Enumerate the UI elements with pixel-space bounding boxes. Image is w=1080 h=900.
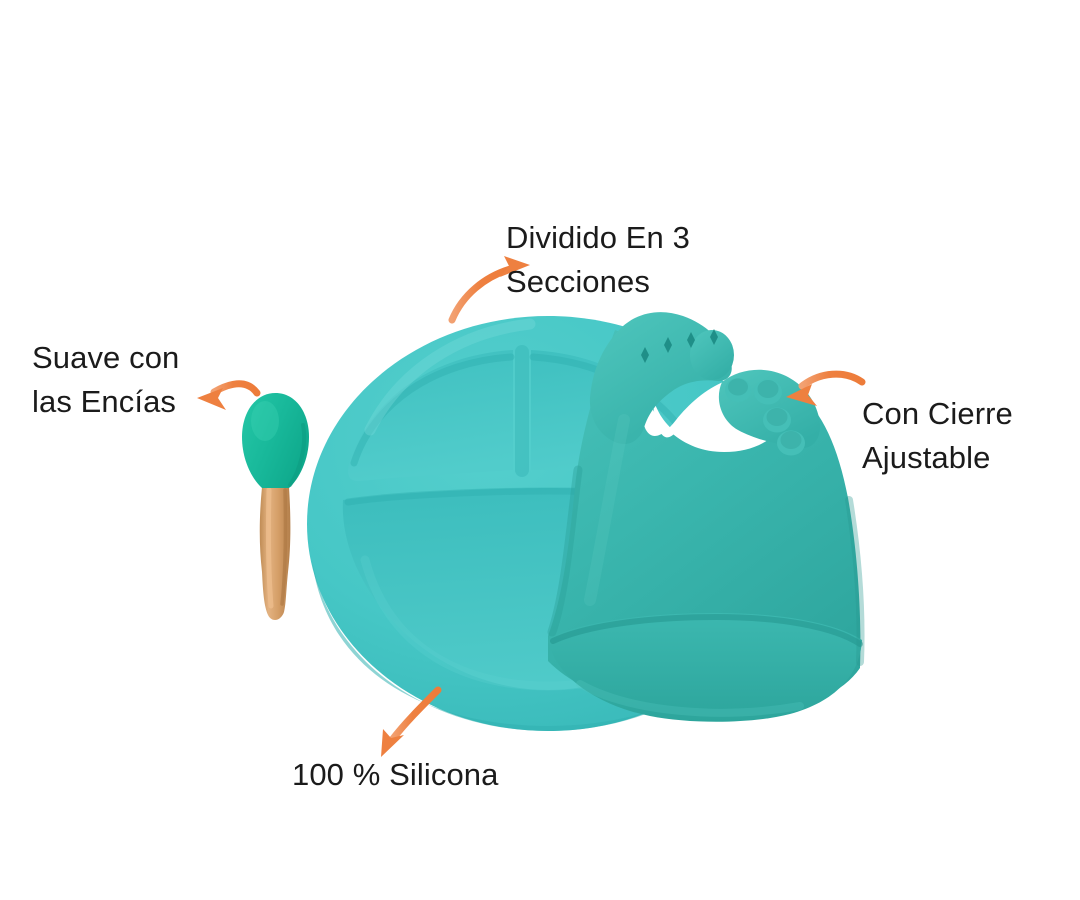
bib-snap-button-1-top: [728, 378, 748, 396]
arrow-sections-shaft: [448, 264, 518, 324]
plate-product: [307, 316, 789, 731]
arrow-cierre-shaft: [798, 370, 866, 390]
plate-gloss-highlight: [364, 318, 536, 436]
bib-snap-buttons: [725, 378, 805, 456]
bib-product: [547, 312, 865, 722]
spoon-handle-edge-shadow: [280, 488, 288, 606]
spoon-head-highlight: [251, 401, 279, 441]
spoon-silicone-head: [242, 393, 309, 488]
spoon-head-rim-shadow: [288, 423, 307, 487]
callout-label-silicona: 100 % Silicona: [292, 757, 499, 792]
bib-snap-button-2-top: [757, 380, 779, 398]
arrow-cierre-head: [786, 384, 817, 406]
bib-strap-holes: [641, 329, 718, 363]
bib-body-highlight: [584, 414, 630, 606]
bib-pocket-bottom-sheen: [576, 680, 804, 717]
arrow-silicona-shaft: [388, 686, 442, 744]
bib-snap-button-3-top: [766, 408, 788, 426]
arrow-to-plate-body: [381, 686, 442, 757]
plate-section-upper-left: [348, 350, 513, 482]
bib-strap-hole-1: [641, 347, 649, 363]
bib-strap-hole-4: [710, 329, 718, 345]
bib-snap-button-4-top: [780, 431, 802, 449]
arrow-sections-head: [500, 256, 530, 277]
bib-body-left-shadow: [547, 465, 583, 637]
arrow-to-bib-snaps: [786, 370, 866, 406]
plate-section-upper-left-inner-shadow: [350, 353, 515, 467]
arrow-to-plate-sections: [448, 256, 530, 324]
spoon-handle-sheen: [265, 487, 274, 609]
callout-label-cierre: Con Cierre Ajustable: [862, 396, 1013, 476]
spoon-product: [242, 393, 309, 621]
bib-right-edge-shadow: [845, 496, 865, 666]
bib-pocket-fold-line: [550, 613, 863, 647]
arrow-to-spoon-head: [197, 380, 261, 410]
callout-label-secciones: Dividido En 3 Secciones: [506, 220, 690, 300]
bib-catch-pocket: [551, 613, 862, 722]
bib-strap-hole-3: [687, 332, 695, 348]
arrow-encias-head: [197, 388, 226, 410]
bib-strap-tip: [690, 330, 734, 380]
arrow-silicona-head: [381, 729, 404, 757]
bib-strap-hole-2: [664, 337, 672, 353]
callout-label-encias: Suave con las Encías: [32, 340, 180, 420]
